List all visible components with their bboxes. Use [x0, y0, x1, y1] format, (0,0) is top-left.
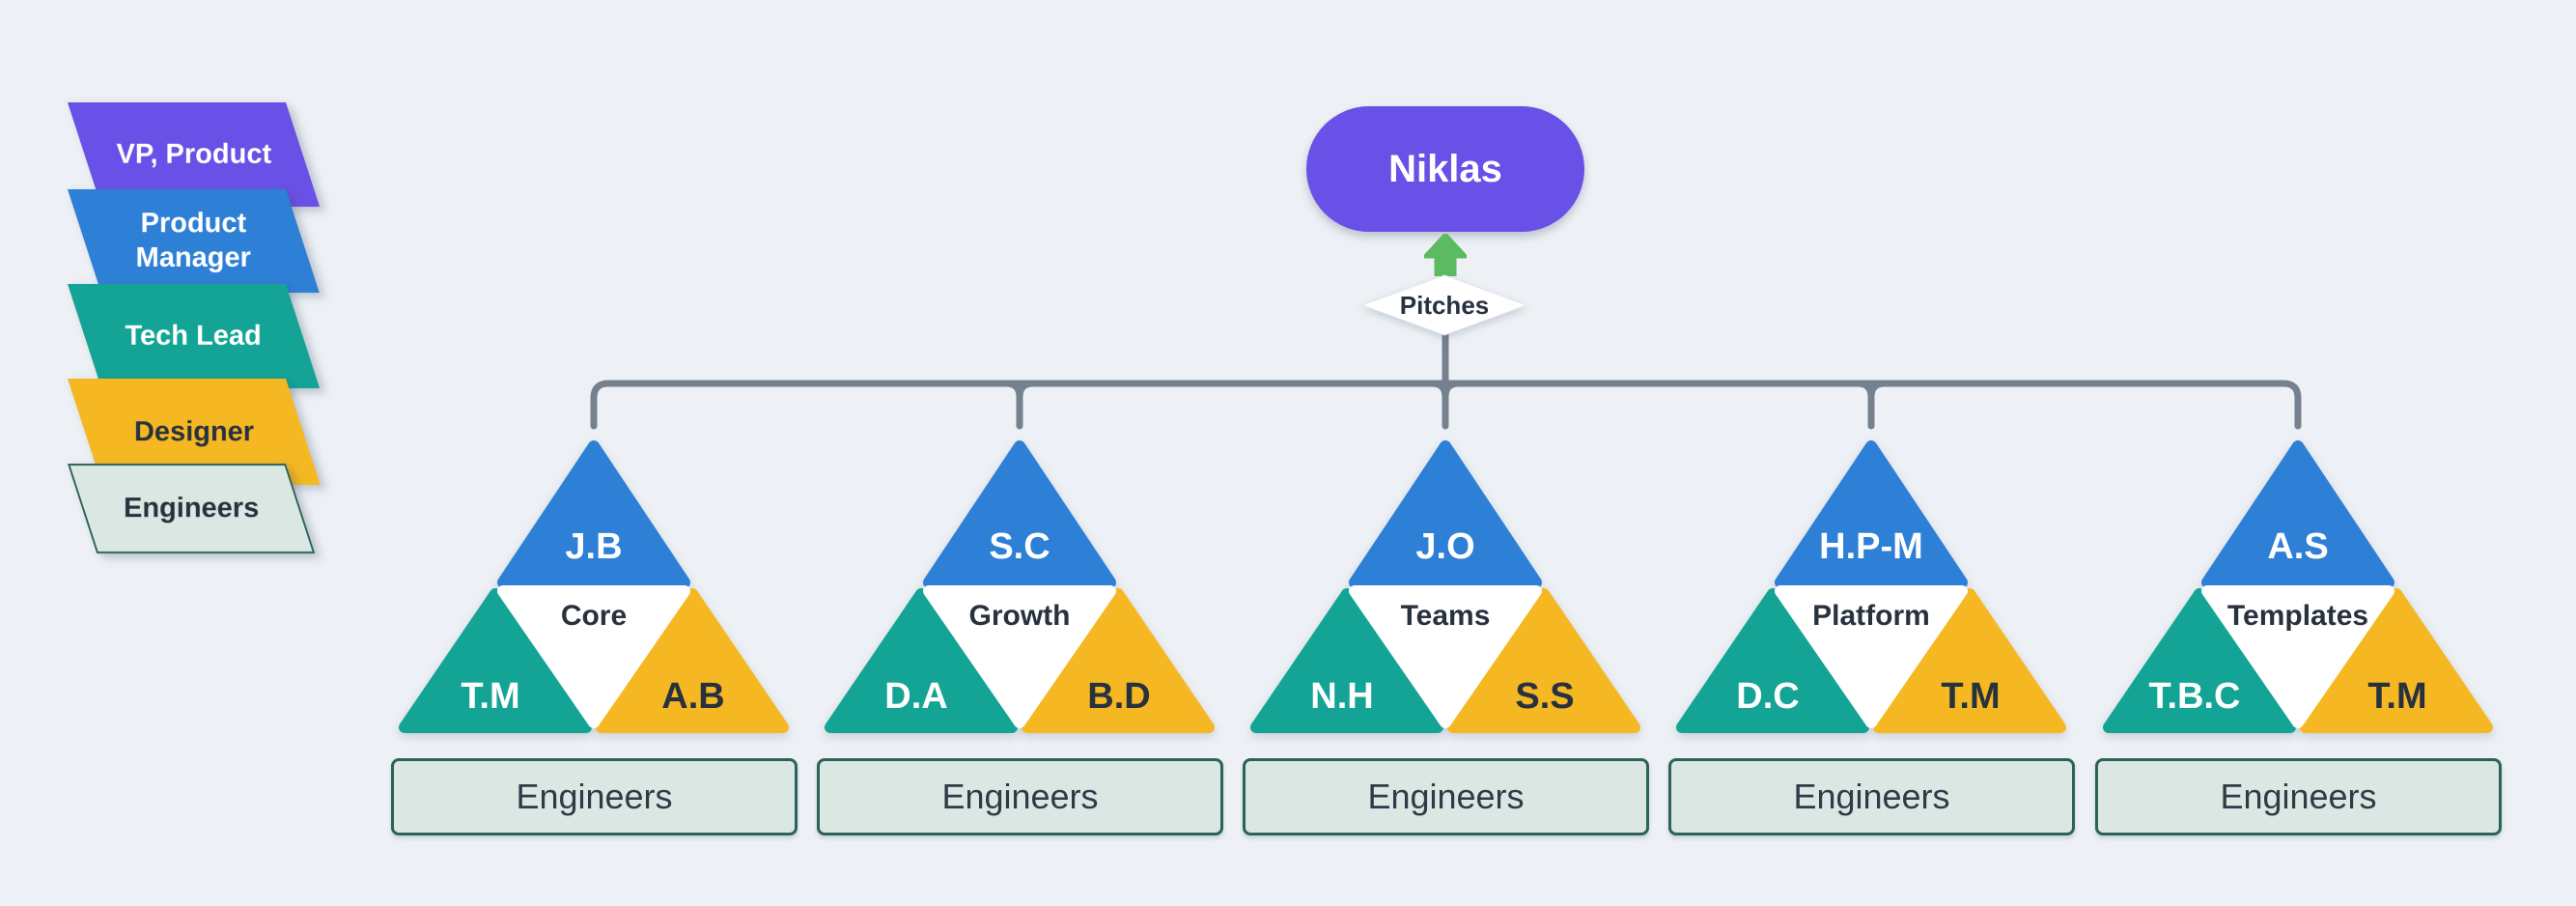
- product-manager-triangle: [497, 440, 690, 588]
- engineers-box-label: Engineers: [1793, 777, 1950, 816]
- engineers-box: Engineers: [1668, 758, 2075, 835]
- team-name: Templates: [2227, 600, 2368, 632]
- team-name-triangle: [1349, 585, 1542, 728]
- tech-lead-triangle: [1676, 588, 1869, 733]
- team-triangle: J.O Teams N.H S.S: [1250, 440, 1640, 733]
- team-name-triangle: [923, 585, 1116, 728]
- legend-label: Designer: [133, 415, 254, 447]
- tech-lead-triangle: [399, 588, 592, 733]
- product-manager-triangle: [1349, 440, 1542, 588]
- product-manager-initials: S.C: [989, 526, 1050, 567]
- team-growth: S.C Growth D.A B.D Engineers: [817, 437, 1223, 842]
- team-name-triangle: [2201, 585, 2394, 728]
- team-triangle: J.B Core T.M A.B: [399, 440, 789, 733]
- team-triangle: A.S Templates T.B.C T.M: [2103, 440, 2493, 733]
- tech-lead-initials: N.H: [1310, 676, 1373, 717]
- designer-triangle: [2300, 588, 2493, 733]
- engineers-box-label: Engineers: [516, 777, 673, 816]
- root-node-niklas: Niklas: [1306, 106, 1584, 232]
- arrow-up-icon: [1424, 234, 1467, 276]
- product-manager-initials: H.P-M: [1819, 526, 1923, 567]
- product-manager-initials: J.O: [1415, 526, 1474, 567]
- team-teams: J.O Teams N.H S.S Engineers: [1243, 437, 1649, 842]
- pitches-diamond: Pitches: [1361, 274, 1528, 336]
- team-templates: A.S Templates T.B.C T.M Engineers: [2095, 437, 2502, 842]
- connector-fillet: [1016, 380, 1037, 401]
- team-name: Platform: [1812, 600, 1930, 632]
- legend-item-product-manager: Product Manager: [68, 189, 320, 293]
- engineers-box: Engineers: [391, 758, 798, 835]
- team-name: Core: [561, 600, 627, 632]
- tech-lead-initials: D.A: [884, 676, 947, 717]
- designer-initials: T.M: [1941, 676, 2000, 717]
- product-manager-triangle: [2201, 440, 2394, 588]
- team-name-triangle: [1775, 585, 1968, 728]
- pitches-label: Pitches: [1400, 291, 1490, 320]
- designer-initials: B.D: [1087, 676, 1150, 717]
- product-manager-triangle: [923, 440, 1116, 588]
- designer-initials: A.B: [661, 676, 724, 717]
- tech-lead-triangle: [1250, 588, 1443, 733]
- engineers-box-label: Engineers: [1367, 777, 1525, 816]
- tech-lead-initials: T.B.C: [2149, 676, 2241, 717]
- product-manager-initials: A.S: [2267, 526, 2328, 567]
- engineers-box: Engineers: [817, 758, 1223, 835]
- product-manager-initials: J.B: [565, 526, 622, 567]
- designer-initials: S.S: [1515, 676, 1574, 717]
- team-triangle: S.C Growth D.A B.D: [825, 440, 1215, 733]
- connector-fillet: [1867, 380, 1889, 401]
- engineers-box: Engineers: [2095, 758, 2502, 835]
- root-node-label: Niklas: [1388, 147, 1502, 190]
- engineers-box-label: Engineers: [2220, 777, 2377, 816]
- designer-triangle: [1022, 588, 1215, 733]
- tech-lead-initials: T.M: [461, 676, 519, 717]
- team-name: Growth: [969, 600, 1071, 632]
- team-name: Teams: [1401, 600, 1491, 632]
- legend-label: Tech Lead: [125, 320, 263, 352]
- legend-item-tech-lead: Tech Lead: [68, 284, 321, 388]
- connector-fillet: [1442, 380, 1463, 401]
- designer-initials: T.M: [2367, 676, 2426, 717]
- team-core: J.B Core T.M A.B Engineers: [391, 437, 798, 842]
- team-platform: H.P-M Platform D.C T.M Engineers: [1668, 437, 2075, 842]
- legend-item-engineers: Engineers: [68, 464, 316, 553]
- designer-triangle: [1447, 588, 1640, 733]
- engineers-box-label: Engineers: [941, 777, 1099, 816]
- legend-label: VP, Product: [116, 138, 271, 170]
- engineers-box: Engineers: [1243, 758, 1649, 835]
- team-name-triangle: [497, 585, 690, 728]
- tech-lead-triangle: [2103, 588, 2296, 733]
- legend-label: Engineers: [123, 493, 260, 524]
- designer-triangle: [596, 588, 789, 733]
- legend-label: Product Manager: [135, 208, 252, 274]
- tech-lead-initials: D.C: [1736, 676, 1799, 717]
- product-manager-triangle: [1775, 440, 1968, 588]
- team-triangle: H.P-M Platform D.C T.M: [1676, 440, 2066, 733]
- diamond-shape: [1361, 274, 1528, 336]
- tech-lead-triangle: [825, 588, 1018, 733]
- designer-triangle: [1873, 588, 2066, 733]
